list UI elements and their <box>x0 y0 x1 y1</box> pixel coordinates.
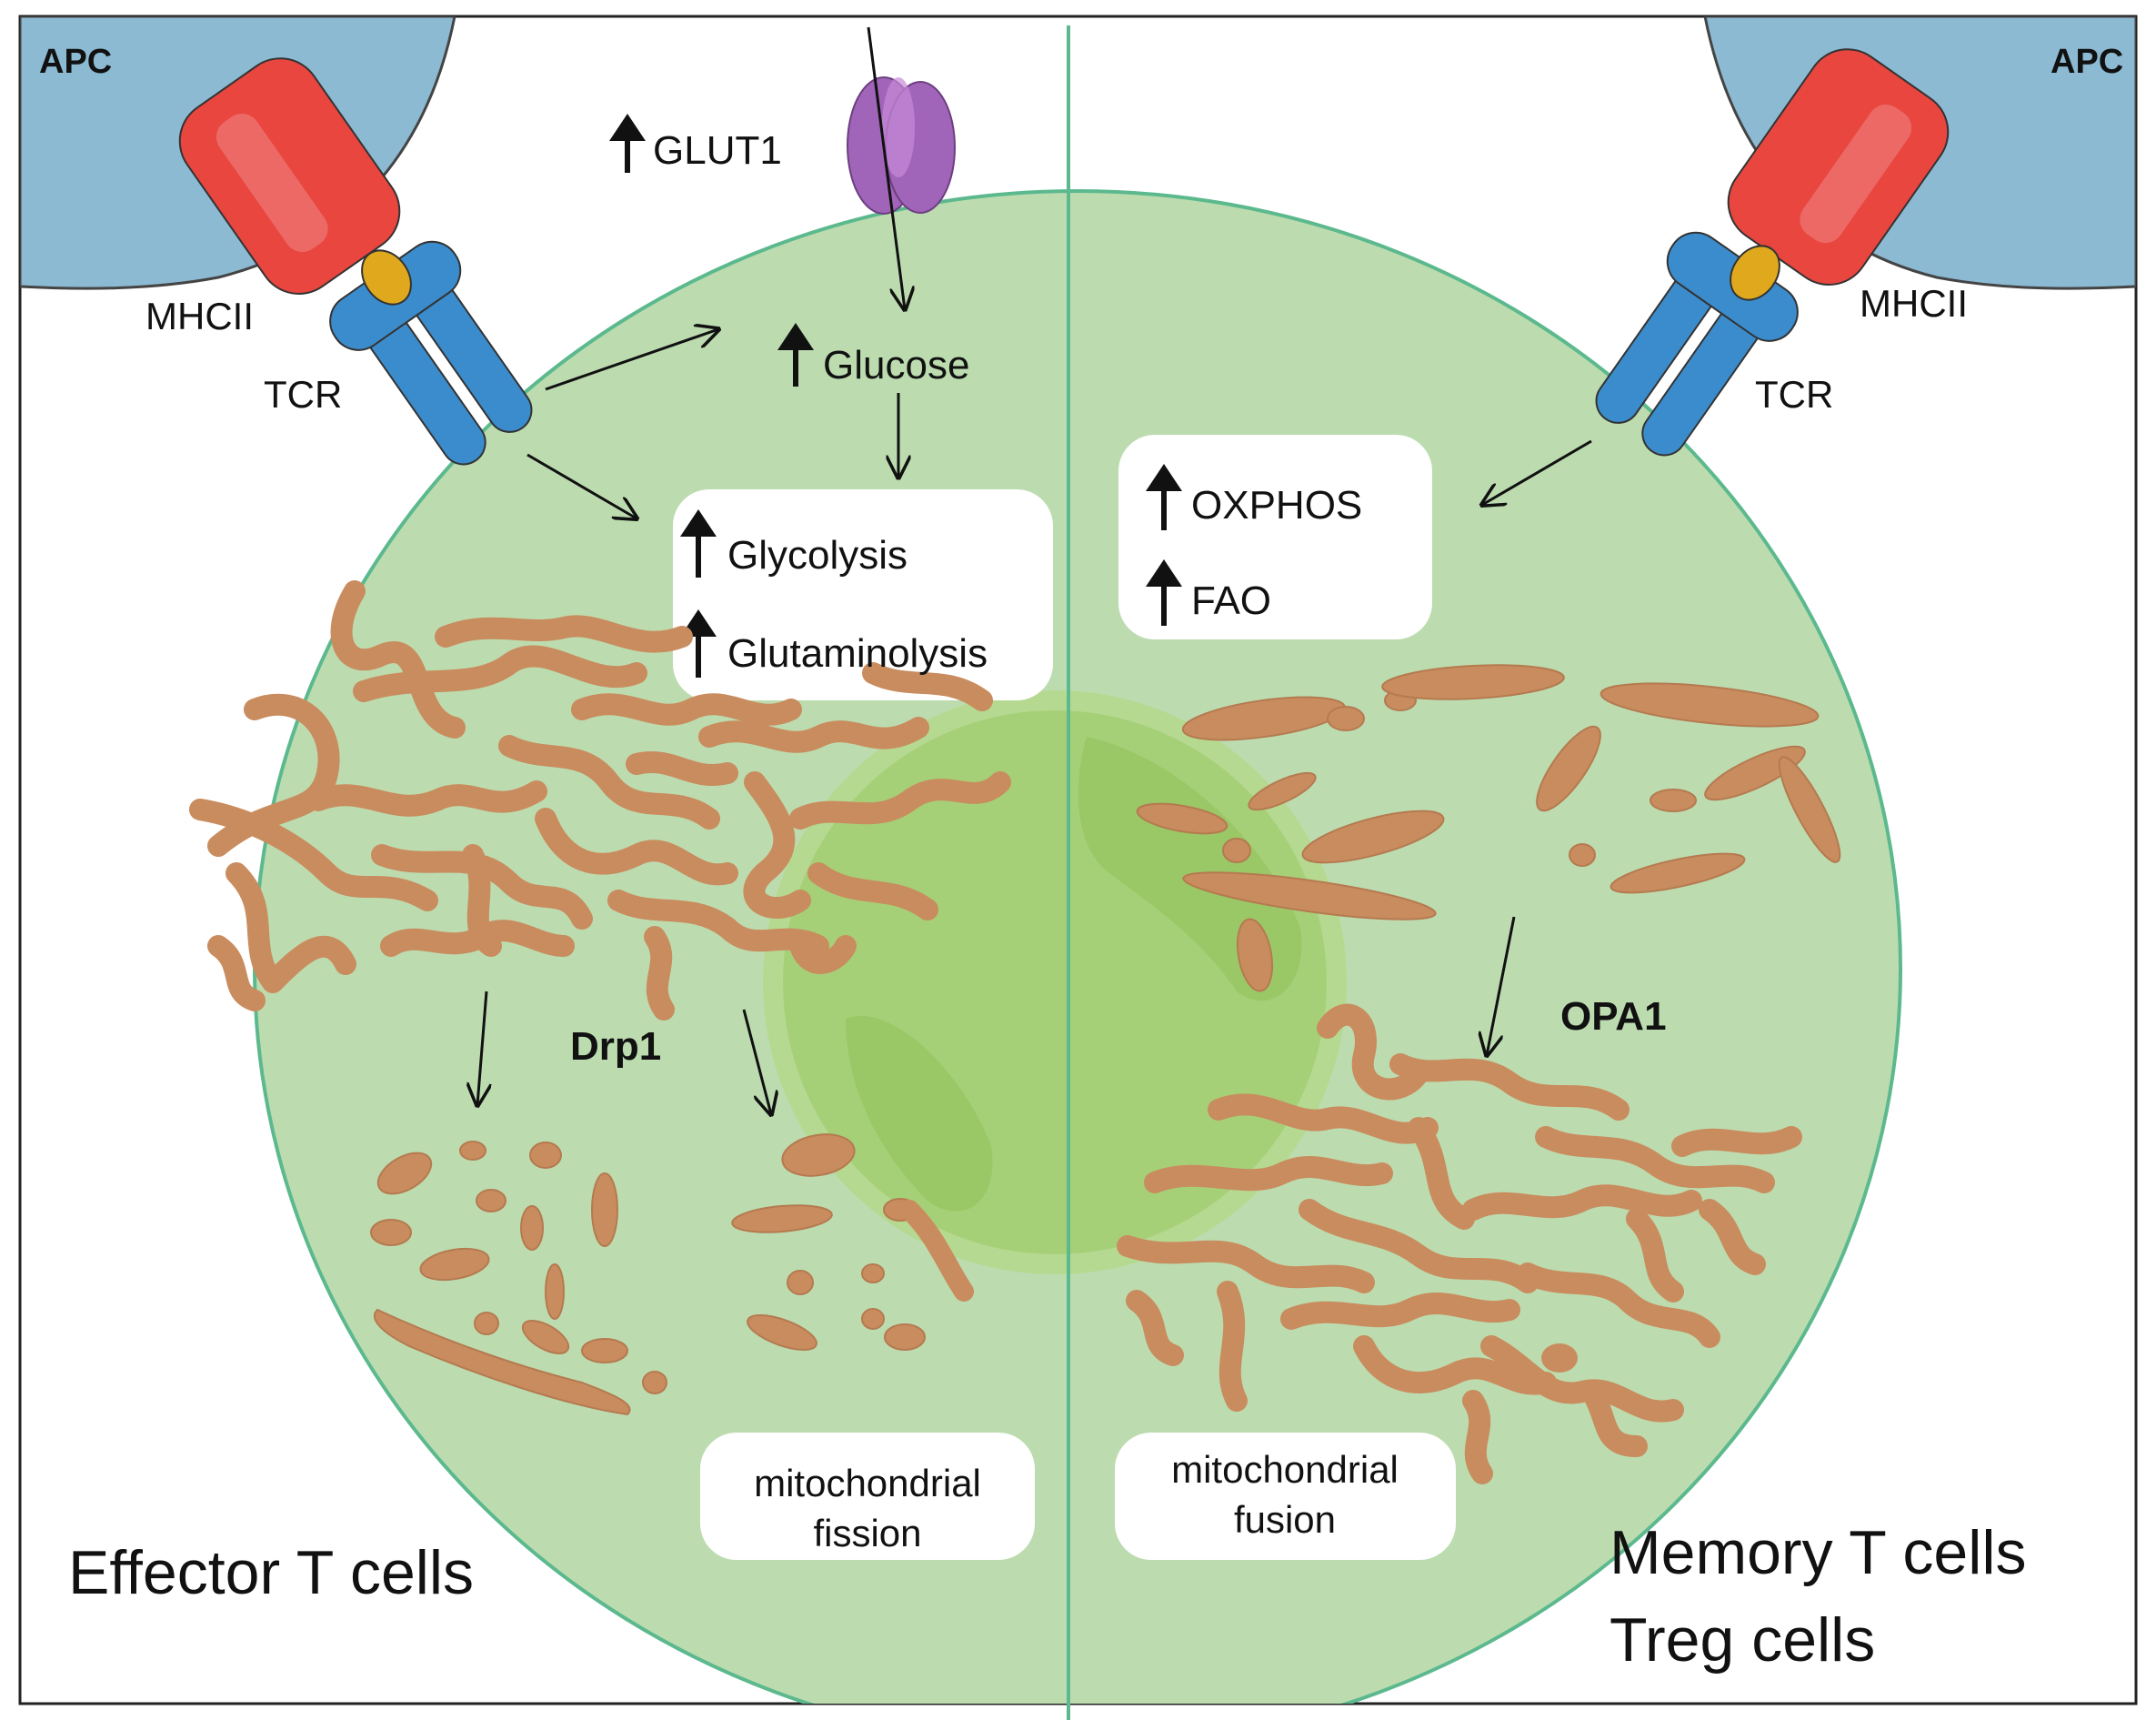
tcr-label-right: TCR <box>1755 373 1833 416</box>
up-arrow-icon <box>777 323 814 387</box>
glutaminolysis-label: Glutaminolysis <box>727 631 988 676</box>
fission-label-line1: mitochondrial <box>754 1462 981 1504</box>
apc-label-left: APC <box>39 43 112 81</box>
mhcii-label-right: MHCII <box>1860 282 1968 325</box>
drp1-arrow-right <box>742 1009 771 1114</box>
glucose-label: Glucose <box>823 343 969 387</box>
tcr-to-glycolysis-arrow <box>526 453 637 518</box>
tcr-to-oxphos-arrow <box>1482 439 1592 505</box>
fission-label-line2: fission <box>813 1512 921 1554</box>
effector-t-cells-label: Effector T cells <box>68 1538 474 1607</box>
up-arrow-icon <box>1146 559 1182 626</box>
apc-label-right: APC <box>2051 43 2123 81</box>
mitochondria-blob <box>1541 1343 1578 1373</box>
drp1-arrow-left <box>477 991 486 1105</box>
memory-t-cells-label: Memory T cells <box>1609 1518 2026 1587</box>
up-arrow-icon <box>1146 464 1182 530</box>
up-arrow-icon <box>680 509 717 578</box>
glycolysis-box <box>673 489 1053 700</box>
fusion-label-line1: mitochondrial <box>1171 1448 1399 1491</box>
glucose-import-arrow <box>867 26 905 309</box>
tcr-label-left: TCR <box>264 373 342 416</box>
peptide-left <box>361 249 412 306</box>
glycolysis-label: Glycolysis <box>727 533 908 578</box>
fao-label: FAO <box>1191 578 1271 623</box>
glut1-label: GLUT1 <box>653 128 782 173</box>
opa1-arrow <box>1487 916 1516 1055</box>
tcr-to-glucose-arrow <box>545 329 718 391</box>
treg-cells-label: Treg cells <box>1609 1605 1875 1675</box>
oxphos-box <box>1118 435 1432 639</box>
opa1-label: OPA1 <box>1560 994 1667 1039</box>
peptide-right <box>1730 245 1780 301</box>
mitochondria-network-lower-right <box>1117 1003 1802 1484</box>
up-arrow-icon <box>609 114 646 173</box>
drp1-label: Drp1 <box>570 1024 661 1069</box>
mhcii-label-left: MHCII <box>145 295 254 337</box>
glut1-transporter <box>847 76 956 215</box>
nucleus <box>763 690 1347 1274</box>
fusion-label-line2: fusion <box>1234 1498 1336 1541</box>
mhcii-receptor-left <box>178 57 401 295</box>
mitochondria-elongated <box>1136 664 1841 992</box>
fusion-box <box>1115 1433 1456 1560</box>
oxphos-label: OXPHOS <box>1191 483 1362 528</box>
tcr-receptor-left <box>329 240 533 466</box>
mitochondria-fragments <box>370 1133 974 1416</box>
fission-box <box>700 1433 1035 1560</box>
mitochondria-network-upper-left <box>189 580 1011 1021</box>
